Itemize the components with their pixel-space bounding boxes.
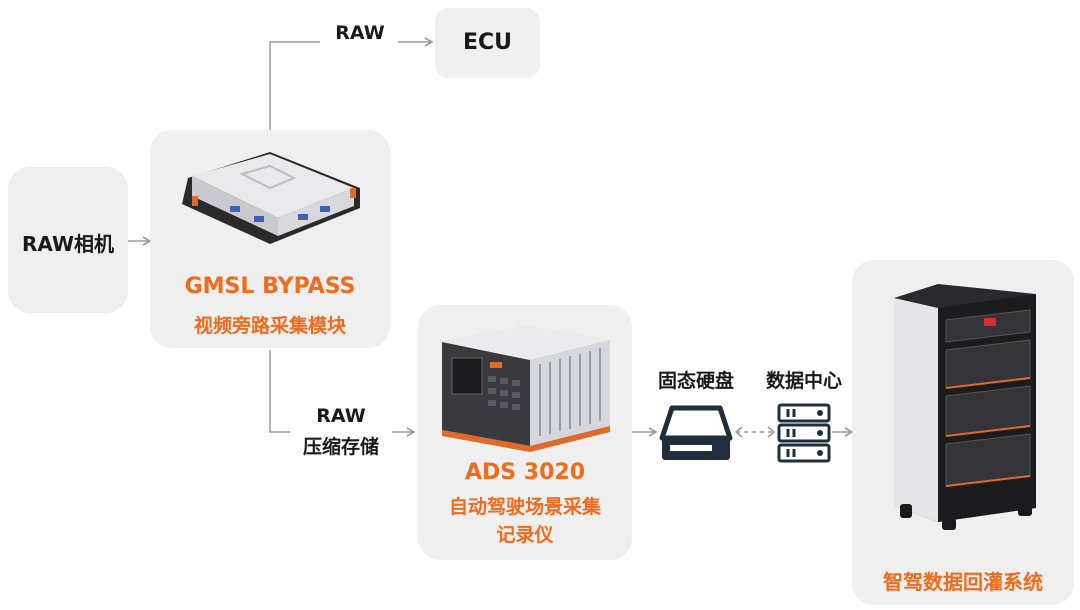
edge-gmsl-to-ads [269,350,290,433]
gmsl-bypass-subtitle: 视频旁路采集模块 [193,315,346,337]
edge-label-raw-compress-2: 压缩存储 [302,436,379,458]
ads-3020-subtitle-2: 记录仪 [496,524,554,546]
ecu-node [435,8,540,78]
ssd-label: 固态硬盘 [657,370,734,392]
ads-3020-subtitle-1: 自动驾驶场景采集 [448,496,601,518]
edge-label-raw-compress-1: RAW [316,405,366,427]
ads-3020-title: ADS 3020 [464,460,586,485]
server-stack-icon [777,403,831,463]
gmsl-bypass-title: GMSL BYPASS [184,274,356,299]
datacenter-label: 数据中心 [765,370,842,392]
ecu-label: ECU [462,30,513,55]
ads-3020-device-image [442,326,610,452]
edge-label-raw-top: RAW [335,22,385,44]
raw-camera-node [8,167,128,313]
gmsl-bypass-device-image [182,152,360,244]
replay-system-label: 智驾数据回灌系统 [883,570,1043,594]
hard-drive-icon [659,405,733,460]
edge-gmsl-to-ecu [269,41,320,130]
replay-system-device-image [894,284,1036,530]
raw-camera-label: RAW相机 [21,232,115,256]
